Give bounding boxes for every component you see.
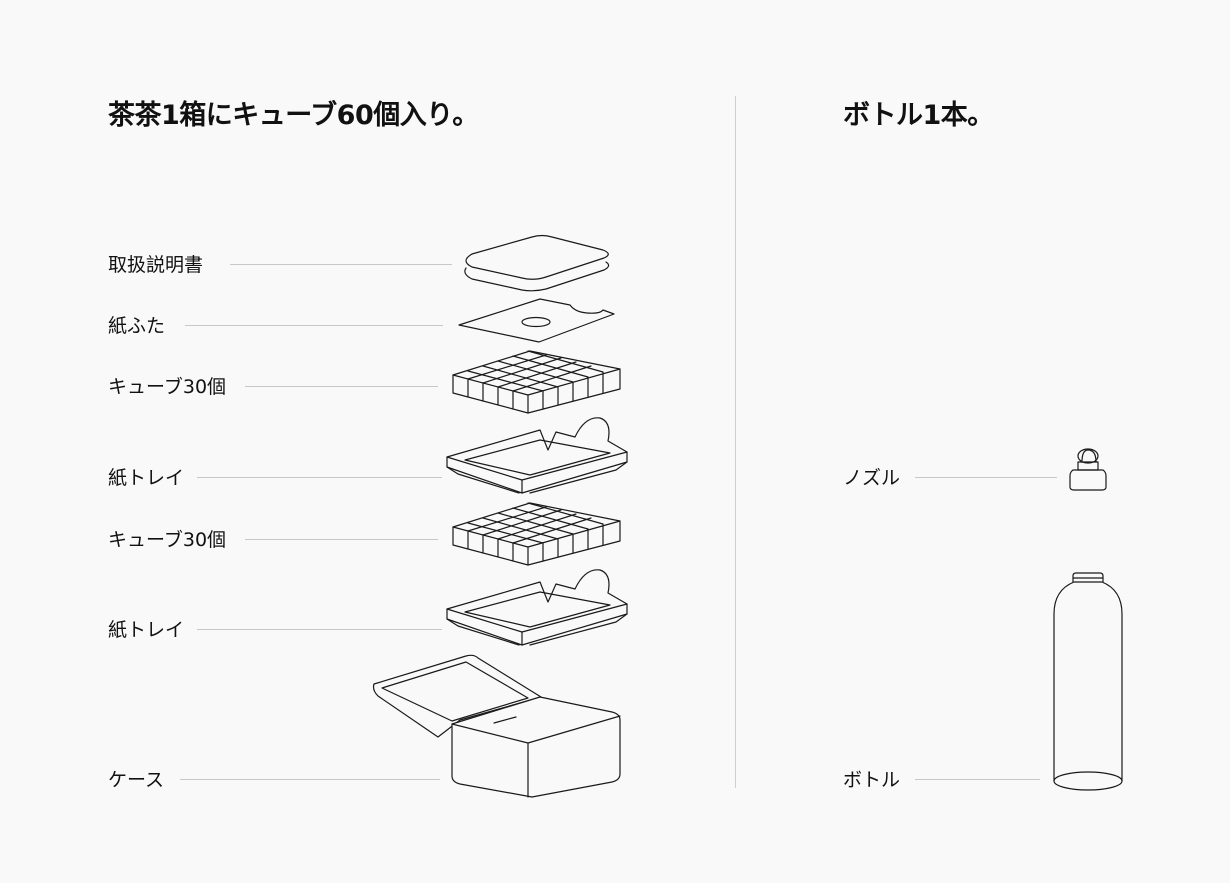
label-paper-lid: 紙ふた xyxy=(108,315,166,337)
bottle-icon xyxy=(1053,572,1123,791)
cube-block-icon xyxy=(452,350,621,414)
leader-line-manual xyxy=(230,264,452,265)
leader-line-tray-bottom xyxy=(197,629,442,630)
leader-line-nozzle xyxy=(915,477,1057,478)
label-cubes-top: キューブ30個 xyxy=(108,376,227,398)
leader-line-cubes-top xyxy=(245,386,438,387)
label-tray-top: 紙トレイ xyxy=(108,467,185,489)
paper-tray-icon xyxy=(446,569,628,646)
paper-lid-icon xyxy=(458,298,615,343)
label-case: ケース xyxy=(108,769,165,791)
label-bottle: ボトル xyxy=(843,769,901,791)
leader-line-paper-lid xyxy=(185,325,443,326)
label-manual: 取扱説明書 xyxy=(108,254,204,276)
label-cubes-bottom: キューブ30個 xyxy=(108,529,227,551)
cube-block-icon xyxy=(452,502,621,566)
leader-line-cubes-bottom xyxy=(245,539,438,540)
leader-line-tray-top xyxy=(197,477,442,478)
paper-tray-icon xyxy=(446,417,628,494)
case-icon xyxy=(372,654,621,798)
manual-icon xyxy=(464,234,610,292)
leader-line-case xyxy=(180,779,440,780)
right-title: ボトル1本。 xyxy=(843,100,994,131)
label-tray-bottom: 紙トレイ xyxy=(108,619,185,641)
left-title: 茶茶1箱にキューブ60個入り。 xyxy=(108,100,479,131)
nozzle-icon xyxy=(1069,448,1107,491)
leader-line-bottle xyxy=(915,779,1040,780)
label-nozzle: ノズル xyxy=(843,467,901,489)
column-divider xyxy=(735,96,736,788)
